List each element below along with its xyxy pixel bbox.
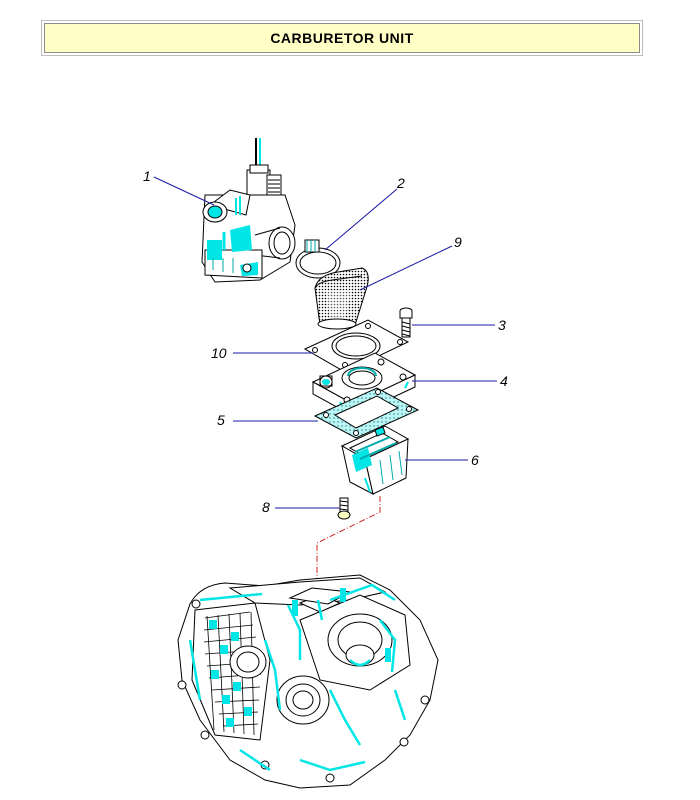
title-banner: CARBURETOR UNIT xyxy=(41,20,643,56)
callout-1: 1 xyxy=(143,168,151,184)
lower-gasket-part xyxy=(313,387,420,439)
leader-line-2 xyxy=(324,188,398,251)
crankcase-part xyxy=(177,574,439,789)
callout-2: 2 xyxy=(396,175,405,191)
carburetor-part xyxy=(201,138,296,283)
callout-8: 8 xyxy=(262,499,270,515)
intake-spacer-part xyxy=(311,352,417,417)
upper-gasket-part xyxy=(303,319,410,373)
callout-10: 10 xyxy=(211,345,227,361)
page-title: CARBURETOR UNIT xyxy=(270,30,414,46)
leader-line-1 xyxy=(153,176,215,206)
screw-part xyxy=(337,497,351,520)
callout-6: 6 xyxy=(471,452,479,468)
assembly-axis-line xyxy=(316,496,381,598)
hose-clamp-part xyxy=(295,239,341,279)
bolt-part xyxy=(399,307,413,338)
callout-3: 3 xyxy=(498,317,506,333)
leader-line-9 xyxy=(359,245,453,291)
callout-5: 5 xyxy=(217,412,225,428)
leader-lines xyxy=(153,176,497,509)
intake-filter-part xyxy=(314,267,369,330)
reed-valve-part xyxy=(340,425,410,495)
callout-9: 9 xyxy=(454,234,462,250)
callout-4: 4 xyxy=(500,373,508,389)
